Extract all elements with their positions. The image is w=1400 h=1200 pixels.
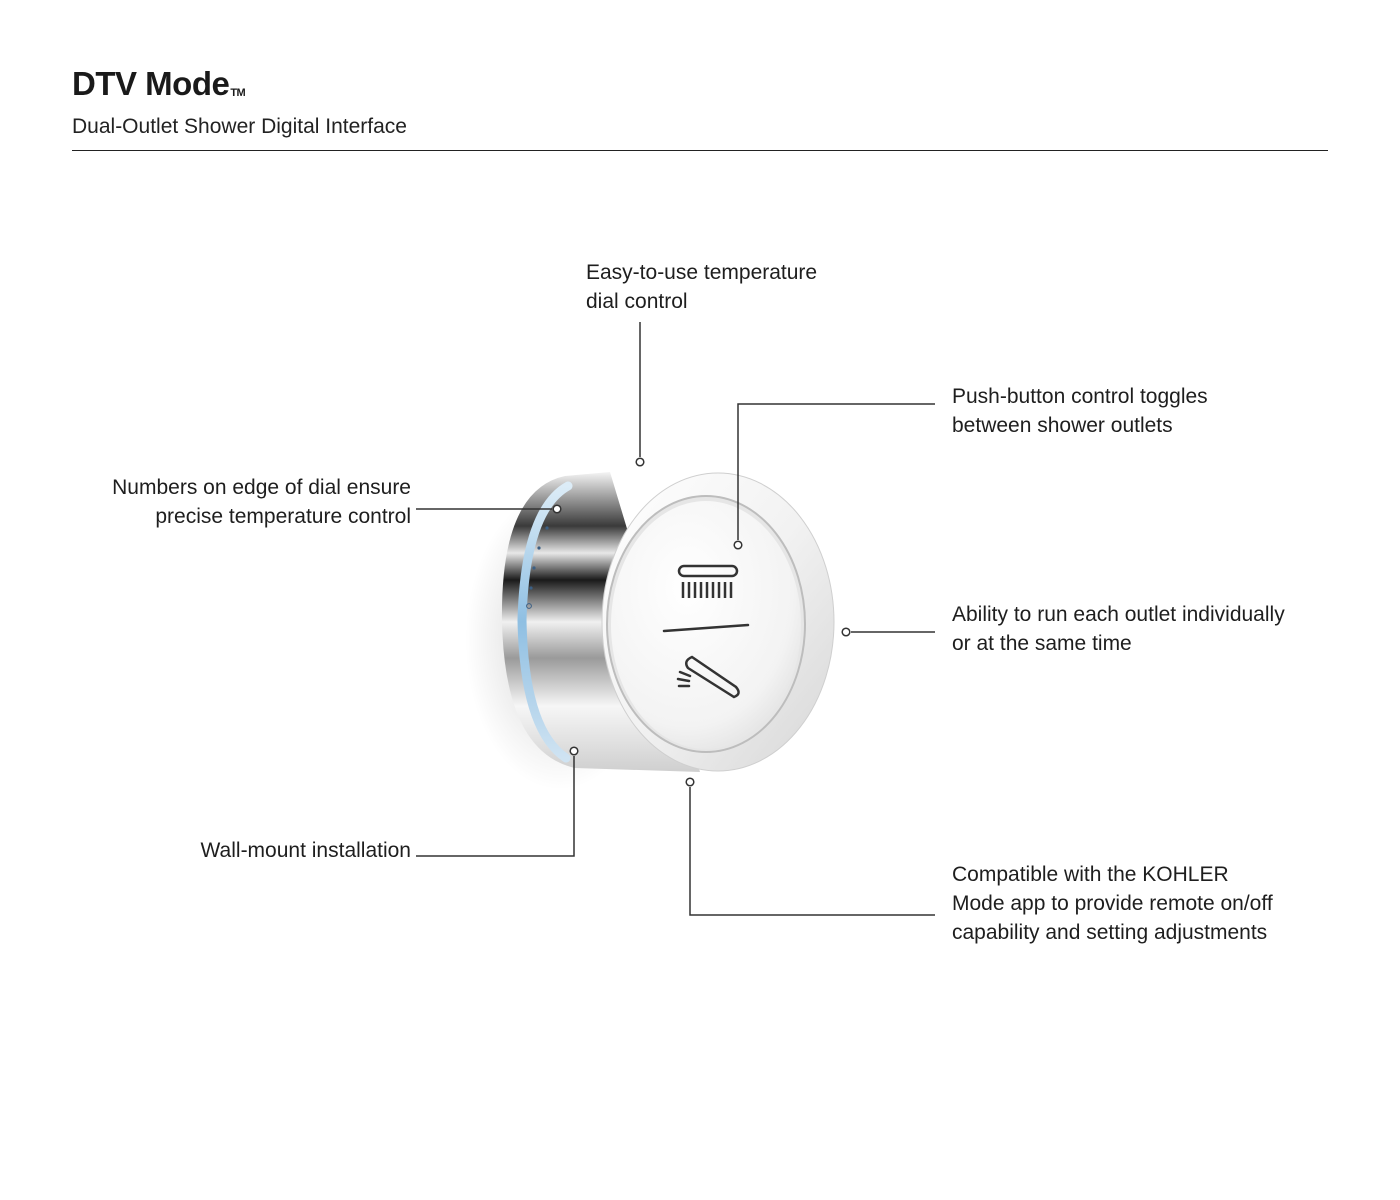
title-text: DTV Mode [72,65,230,102]
rain-showerhead-icon [677,564,739,598]
trademark-mark: TM [230,87,246,99]
button-divider [662,623,750,633]
page-title: DTV ModeTM [72,64,407,112]
callout-temperature-dial: Easy-to-use temperature dial control [586,261,818,313]
handshower-icon [676,655,740,699]
outlet-push-button[interactable] [611,501,801,749]
leader-dots [552,457,851,787]
header: DTV ModeTM Dual-Outlet Shower Digital In… [72,64,407,140]
callout-push-button: Push-button control toggles between show… [952,385,1208,437]
callout-wall-mount: Wall-mount installation [200,839,411,862]
callout-edge-numbers: Numbers on edge of dial ensure precise t… [112,476,411,528]
leader-lines [416,322,935,916]
callout-outlets: Ability to run each outlet individually … [952,603,1285,655]
callout-app: Compatible with the KOHLER Mode app to p… [952,863,1273,944]
header-divider [72,150,1328,151]
edge-number-marks [526,526,549,609]
page-subtitle: Dual-Outlet Shower Digital Interface [72,115,407,138]
